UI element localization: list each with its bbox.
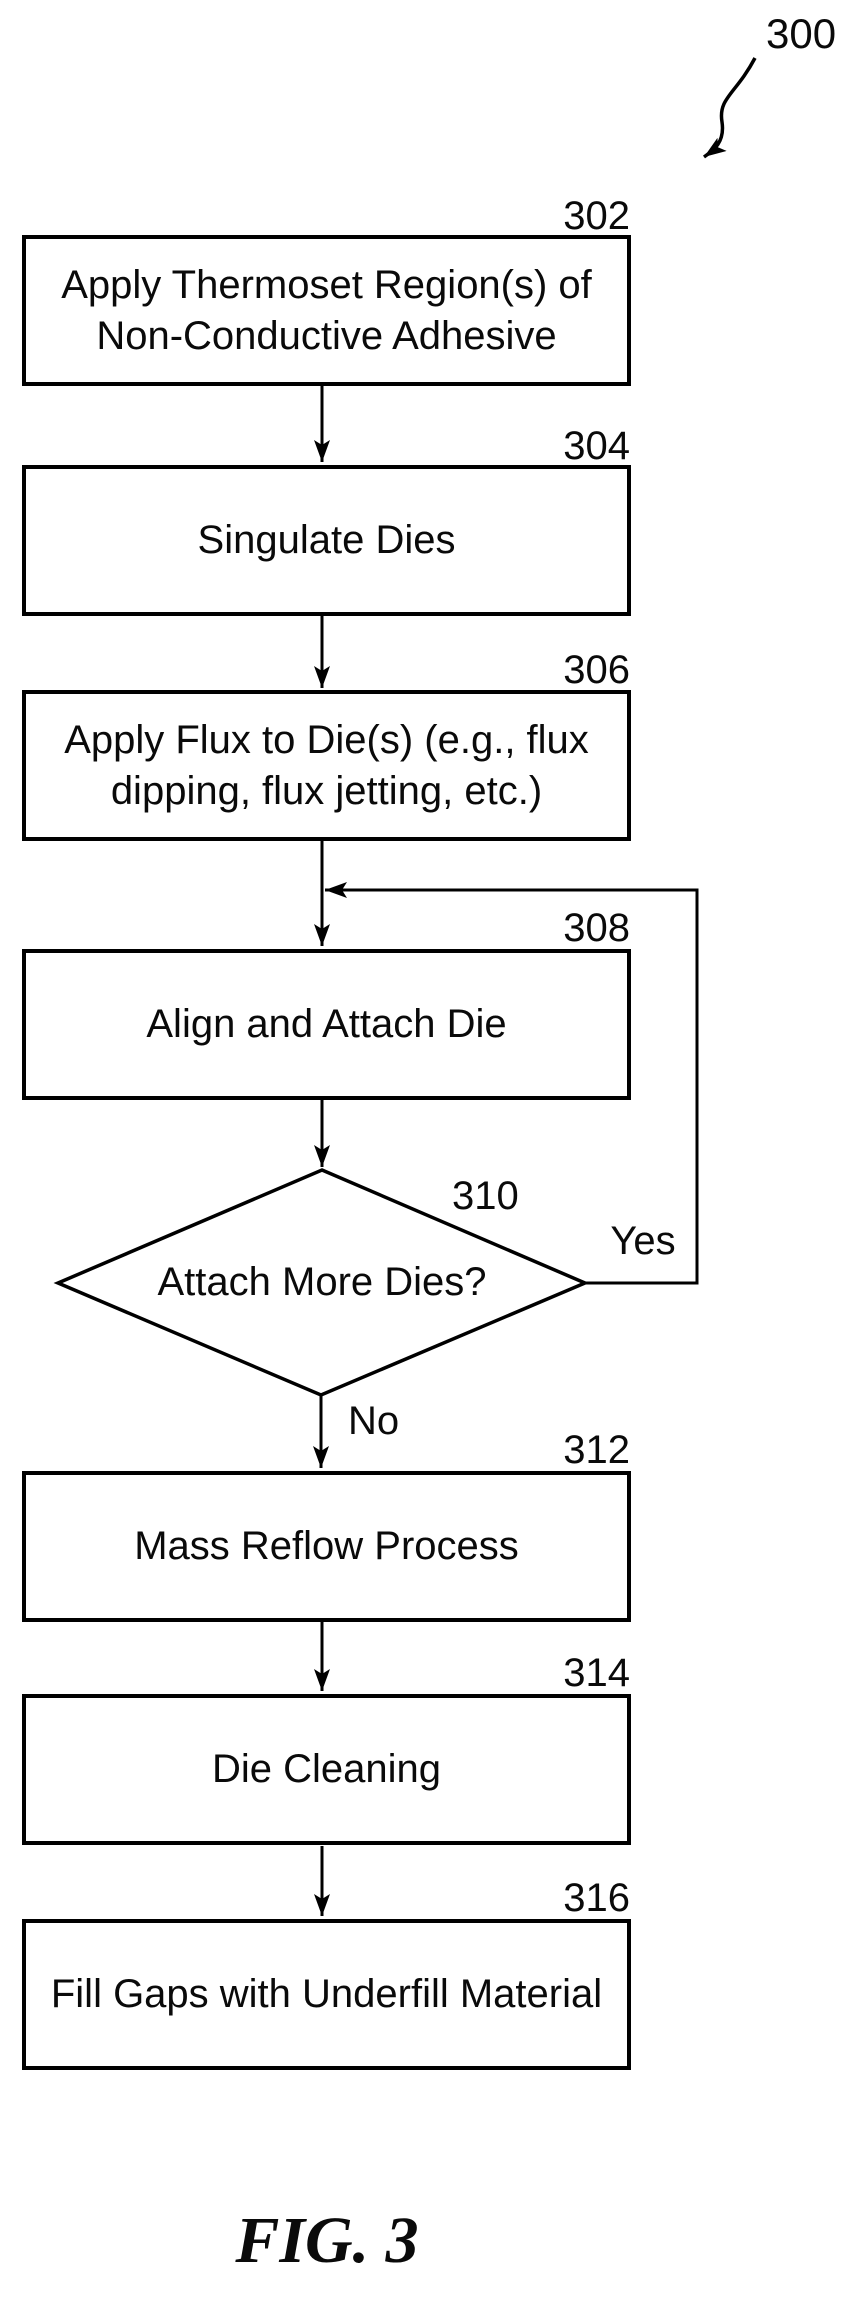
flow-step-text-312: Mass Reflow Process — [134, 1524, 519, 1568]
decision-text-310: Attach More Dies? — [157, 1260, 487, 1304]
flow-step-text-304: Singulate Dies — [197, 518, 456, 562]
flow-step-box-302: Apply Thermoset Region(s) of Non-Conduct… — [22, 235, 631, 386]
figure-reference-number: 300 — [766, 10, 837, 57]
step-ref-316: 316 — [563, 1876, 630, 1920]
flow-step-text-314: Die Cleaning — [211, 1747, 442, 1791]
yes-branch-label: Yes — [610, 1219, 676, 1263]
flow-step-box-316: Fill Gaps with Underfill Material — [22, 1919, 631, 2070]
step-ref-308: 308 — [563, 906, 630, 950]
flow-step-box-312: Mass Reflow Process — [22, 1471, 631, 1622]
arrow-310-yes-feedback — [325, 882, 699, 1285]
step-ref-314: 314 — [563, 1651, 630, 1695]
no-branch-label: No — [348, 1399, 400, 1443]
flow-step-text-306: Apply Flux to Die(s) (e.g., flux dipping… — [64, 717, 589, 813]
step-ref-304: 304 — [563, 424, 630, 468]
decision-diamond-shape — [53, 1168, 590, 1397]
step-ref-310: 310 — [452, 1174, 519, 1218]
figure-reference-squiggle-arrow — [702, 57, 757, 159]
step-ref-302: 302 — [563, 194, 630, 238]
flow-step-box-304: Singulate Dies — [22, 465, 631, 616]
step-ref-306: 306 — [563, 648, 630, 692]
flow-step-box-306: Apply Flux to Die(s) (e.g., flux dipping… — [22, 690, 631, 841]
step-ref-312: 312 — [563, 1428, 630, 1472]
flow-step-box-308: Align and Attach Die — [22, 949, 631, 1100]
figure-caption: FIG. 3 — [235, 2204, 419, 2277]
flow-step-text-316: Fill Gaps with Underfill Material — [50, 1972, 603, 2016]
flow-step-box-314: Die Cleaning — [22, 1694, 631, 1845]
flow-step-text-308: Align and Attach Die — [146, 1002, 507, 1046]
flow-step-text-302: Apply Thermoset Region(s) of Non-Conduct… — [61, 262, 592, 358]
